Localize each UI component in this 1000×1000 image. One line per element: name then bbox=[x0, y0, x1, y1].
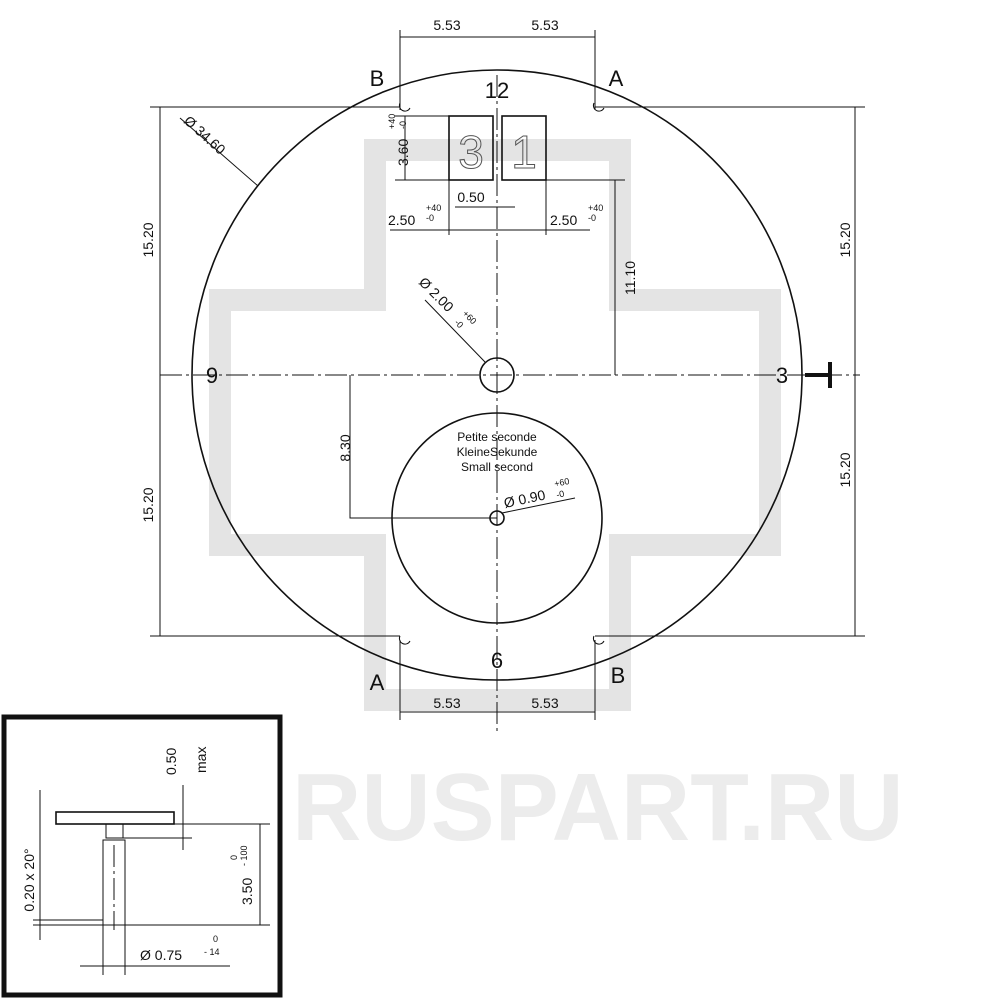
hour-3: 3 bbox=[776, 363, 788, 388]
tol-minus: -0 bbox=[555, 489, 565, 500]
dim-top-right: 5.53 bbox=[531, 17, 558, 33]
detail-chamfer: 0.20 x 20° bbox=[21, 848, 37, 911]
hour-6: 6 bbox=[491, 648, 503, 673]
detail-foot-diameter: Ø 0.75 bbox=[140, 947, 182, 963]
detail-head-thickness: 0.50 bbox=[163, 748, 179, 775]
dim-window-height: 3.60 bbox=[395, 139, 411, 166]
subdial-label-en: Small second bbox=[461, 460, 533, 474]
watermark-text: RUSPART.RU bbox=[292, 754, 904, 861]
dim-window-offset: 11.10 bbox=[622, 261, 638, 295]
hour-12: 12 bbox=[485, 78, 509, 103]
marker-a-bottom: A bbox=[370, 670, 385, 695]
subdial-label-fr: Petite seconde bbox=[457, 430, 537, 444]
marker-b-top: B bbox=[370, 66, 385, 91]
dim-subdial-offset: 8.30 bbox=[337, 434, 353, 461]
dim-window-gap: 0.50 bbox=[457, 189, 484, 205]
dim-right-upper: 15.20 bbox=[837, 222, 853, 257]
tol-upper: 0 bbox=[229, 855, 239, 860]
tol-minus: -0 bbox=[426, 213, 434, 223]
dim-top-left: 5.53 bbox=[433, 17, 460, 33]
hour-9: 9 bbox=[206, 363, 218, 388]
dim-left-upper: 15.20 bbox=[140, 222, 156, 257]
tol-plus: +40 bbox=[588, 203, 603, 213]
dim-left-lower: 15.20 bbox=[140, 487, 156, 522]
dim-dial-diameter: Ø 34.60 bbox=[181, 112, 229, 157]
crown-marker-icon bbox=[805, 362, 832, 388]
tol-plus: +40 bbox=[387, 114, 397, 129]
dimension-lines bbox=[150, 30, 865, 720]
foot-detail-box: 0.50 max 0.20 x 20° 3.50 0 - 100 Ø 0.75 … bbox=[1, 714, 283, 998]
dim-subdial-hole: Ø 0.90 bbox=[502, 487, 547, 511]
tol-minus: -0 bbox=[588, 213, 596, 223]
dim-bottom-left: 5.53 bbox=[433, 695, 460, 711]
detail-head-note: max bbox=[193, 747, 209, 773]
tol-minus: -0 bbox=[453, 317, 466, 330]
dim-center-hole: Ø 2.00 bbox=[416, 274, 457, 315]
dim-window-width-left: 2.50 bbox=[388, 212, 415, 228]
tol-lower: - 14 bbox=[204, 947, 220, 957]
date-window-right bbox=[501, 115, 547, 181]
tol-upper: 0 bbox=[213, 934, 218, 944]
tol-lower: - 100 bbox=[239, 845, 249, 866]
tol-minus: -0 bbox=[398, 121, 408, 129]
foot-markers bbox=[398, 102, 605, 645]
window-digit-3: 3 bbox=[458, 126, 484, 178]
date-window-left bbox=[448, 115, 494, 181]
marker-a-top: A bbox=[609, 66, 624, 91]
tol-plus: +40 bbox=[426, 203, 441, 213]
marker-b-bottom: B bbox=[611, 663, 626, 688]
subdial-label-de: KleineSekunde bbox=[457, 445, 538, 459]
center-hole bbox=[479, 357, 515, 393]
watermark: RUSPART.RU bbox=[209, 139, 904, 861]
tol-plus: +60 bbox=[553, 476, 570, 489]
detail-foot-length: 3.50 bbox=[239, 878, 255, 905]
dim-right-lower: 15.20 bbox=[837, 452, 853, 487]
dim-bottom-right: 5.53 bbox=[531, 695, 558, 711]
window-digit-1: 1 bbox=[511, 126, 537, 178]
dim-window-width-right: 2.50 bbox=[550, 212, 577, 228]
